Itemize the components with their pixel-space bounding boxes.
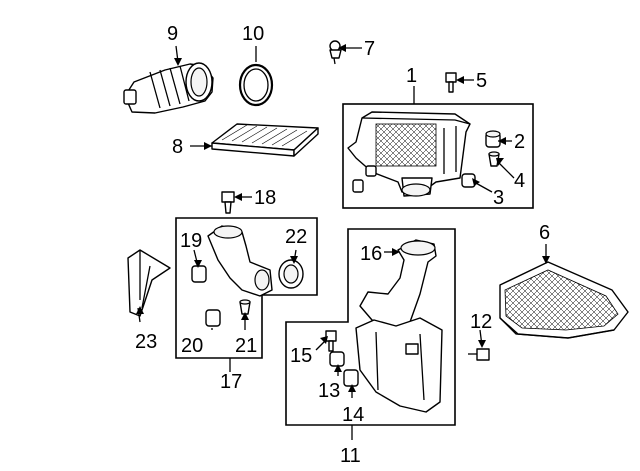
callout-5: 5 bbox=[476, 70, 487, 92]
part-23-bracket bbox=[127, 249, 171, 317]
part-7-clip bbox=[329, 40, 342, 65]
part-4-grommet bbox=[488, 151, 500, 167]
part-5-bolt bbox=[445, 72, 457, 93]
part-2-grommet bbox=[485, 130, 501, 148]
part-14-grommet bbox=[343, 369, 359, 387]
part-15-bolt bbox=[325, 330, 337, 352]
part-21-grommet bbox=[239, 299, 251, 315]
leader-lines bbox=[136, 44, 550, 440]
callout-4: 4 bbox=[514, 170, 525, 192]
part-17-resonator-duct bbox=[207, 225, 273, 297]
part-18-bolt bbox=[221, 191, 235, 214]
callout-12: 12 bbox=[470, 311, 492, 333]
callout-22: 22 bbox=[285, 226, 307, 248]
callout-7: 7 bbox=[364, 38, 375, 60]
callout-6: 6 bbox=[539, 222, 550, 244]
callout-13: 13 bbox=[318, 380, 340, 402]
callout-23: 23 bbox=[135, 331, 157, 353]
callout-21: 21 bbox=[235, 335, 257, 357]
callout-14: 14 bbox=[342, 404, 364, 426]
housing-grommet-small bbox=[352, 165, 377, 193]
callout-19: 19 bbox=[180, 230, 202, 252]
callout-10: 10 bbox=[242, 23, 264, 45]
callout-3: 3 bbox=[493, 187, 504, 209]
group-box-11 bbox=[285, 228, 456, 426]
part-6-air-cleaner-cover bbox=[499, 261, 629, 339]
callout-1: 1 bbox=[406, 65, 417, 87]
part-11-resonator bbox=[355, 317, 443, 413]
part-22-clamp bbox=[278, 259, 304, 289]
callout-11: 11 bbox=[340, 445, 361, 467]
callout-17: 17 bbox=[220, 371, 242, 393]
callout-16: 16 bbox=[360, 243, 382, 265]
callout-labels: 9 10 7 1 5 2 8 4 3 18 6 19 22 16 12 23 2… bbox=[135, 23, 550, 467]
part-8-air-filter bbox=[211, 123, 319, 157]
callout-8: 8 bbox=[172, 136, 183, 158]
callout-18: 18 bbox=[254, 187, 276, 209]
part-9-intake-tube bbox=[123, 62, 214, 114]
part-1-air-cleaner-housing bbox=[347, 111, 471, 197]
callout-9: 9 bbox=[167, 23, 178, 45]
callout-2: 2 bbox=[514, 131, 525, 153]
callout-20: 20 bbox=[181, 335, 203, 357]
part-10-ring bbox=[238, 63, 274, 107]
part-13-grommet bbox=[329, 351, 345, 367]
group-box-1 bbox=[342, 103, 534, 209]
part-19-grommet bbox=[191, 265, 207, 283]
callout-15: 15 bbox=[290, 345, 312, 367]
part-12-bolt bbox=[468, 348, 490, 361]
part-20-grommet bbox=[205, 309, 221, 327]
